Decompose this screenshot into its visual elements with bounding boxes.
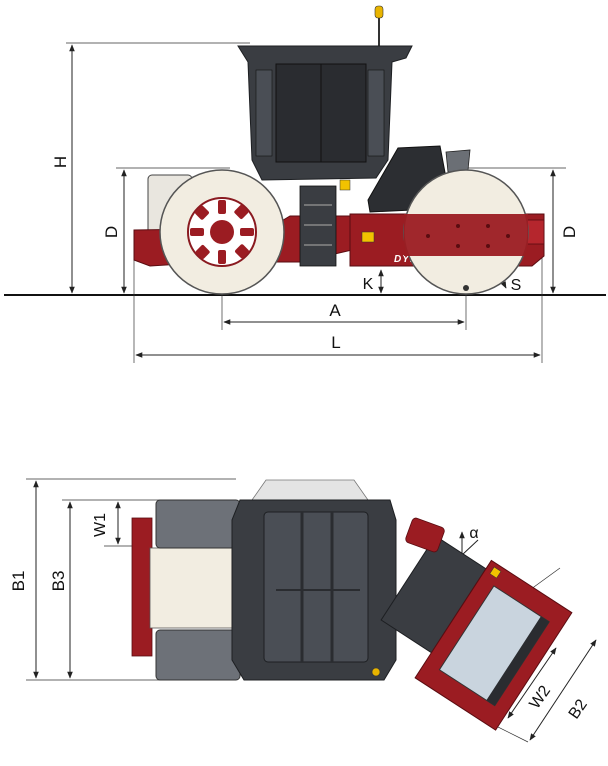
roller-side-illustration: DYNAPAC [133, 5, 545, 295]
label-width-b2: B2 [566, 696, 591, 722]
rear-drum-area [149, 547, 247, 629]
top-view: B1 B3 W1 α W2 B2 [9, 478, 597, 743]
front-drum-shade [486, 616, 550, 706]
label-width-b3: B3 [49, 571, 68, 592]
rear-drum-hub-center [210, 220, 234, 244]
rear-drum-spokes [190, 200, 254, 264]
label-length: L [331, 333, 340, 352]
rear-tire-lower [155, 629, 241, 681]
cab-window-right [367, 69, 385, 157]
cab-roof-panel [263, 511, 369, 663]
label-drum-diameter-rear: D [560, 226, 579, 238]
warning-sticker-upper [339, 179, 351, 191]
roof-outline [251, 479, 369, 501]
side-view: H D D A L K S [4, 5, 606, 363]
label-drum-diameter-front: D [102, 226, 121, 238]
articulation-angle-leg [461, 539, 479, 556]
fuel-cap [371, 667, 381, 677]
exhaust-guard [445, 149, 471, 173]
front-drum-cover [404, 214, 528, 256]
label-edge: S [511, 277, 522, 294]
rear-frame-top [131, 517, 153, 657]
label-width-b1: B1 [9, 571, 28, 592]
front-frame-bolts [426, 224, 510, 248]
dimension-arrow-width-b2 [529, 639, 597, 741]
label-height: H [51, 156, 70, 168]
front-drum-axle [463, 285, 469, 291]
rear-tire-upper [155, 499, 241, 549]
front-sticker [489, 566, 502, 579]
warning-sticker [361, 231, 375, 243]
front-section-articulated [380, 535, 573, 731]
beacon-light [374, 5, 384, 19]
label-drum-offset-w1: W1 [92, 513, 109, 537]
cab-window-left [255, 69, 273, 157]
label-wheelbase: A [329, 301, 341, 320]
label-drum-width-w2: W2 [526, 683, 554, 712]
label-curb-clearance: K [363, 276, 374, 293]
roller-top-illustration [131, 479, 573, 731]
step-ladder [299, 185, 337, 267]
label-articulation-angle: α [469, 525, 478, 542]
front-ballast-red [405, 517, 445, 553]
